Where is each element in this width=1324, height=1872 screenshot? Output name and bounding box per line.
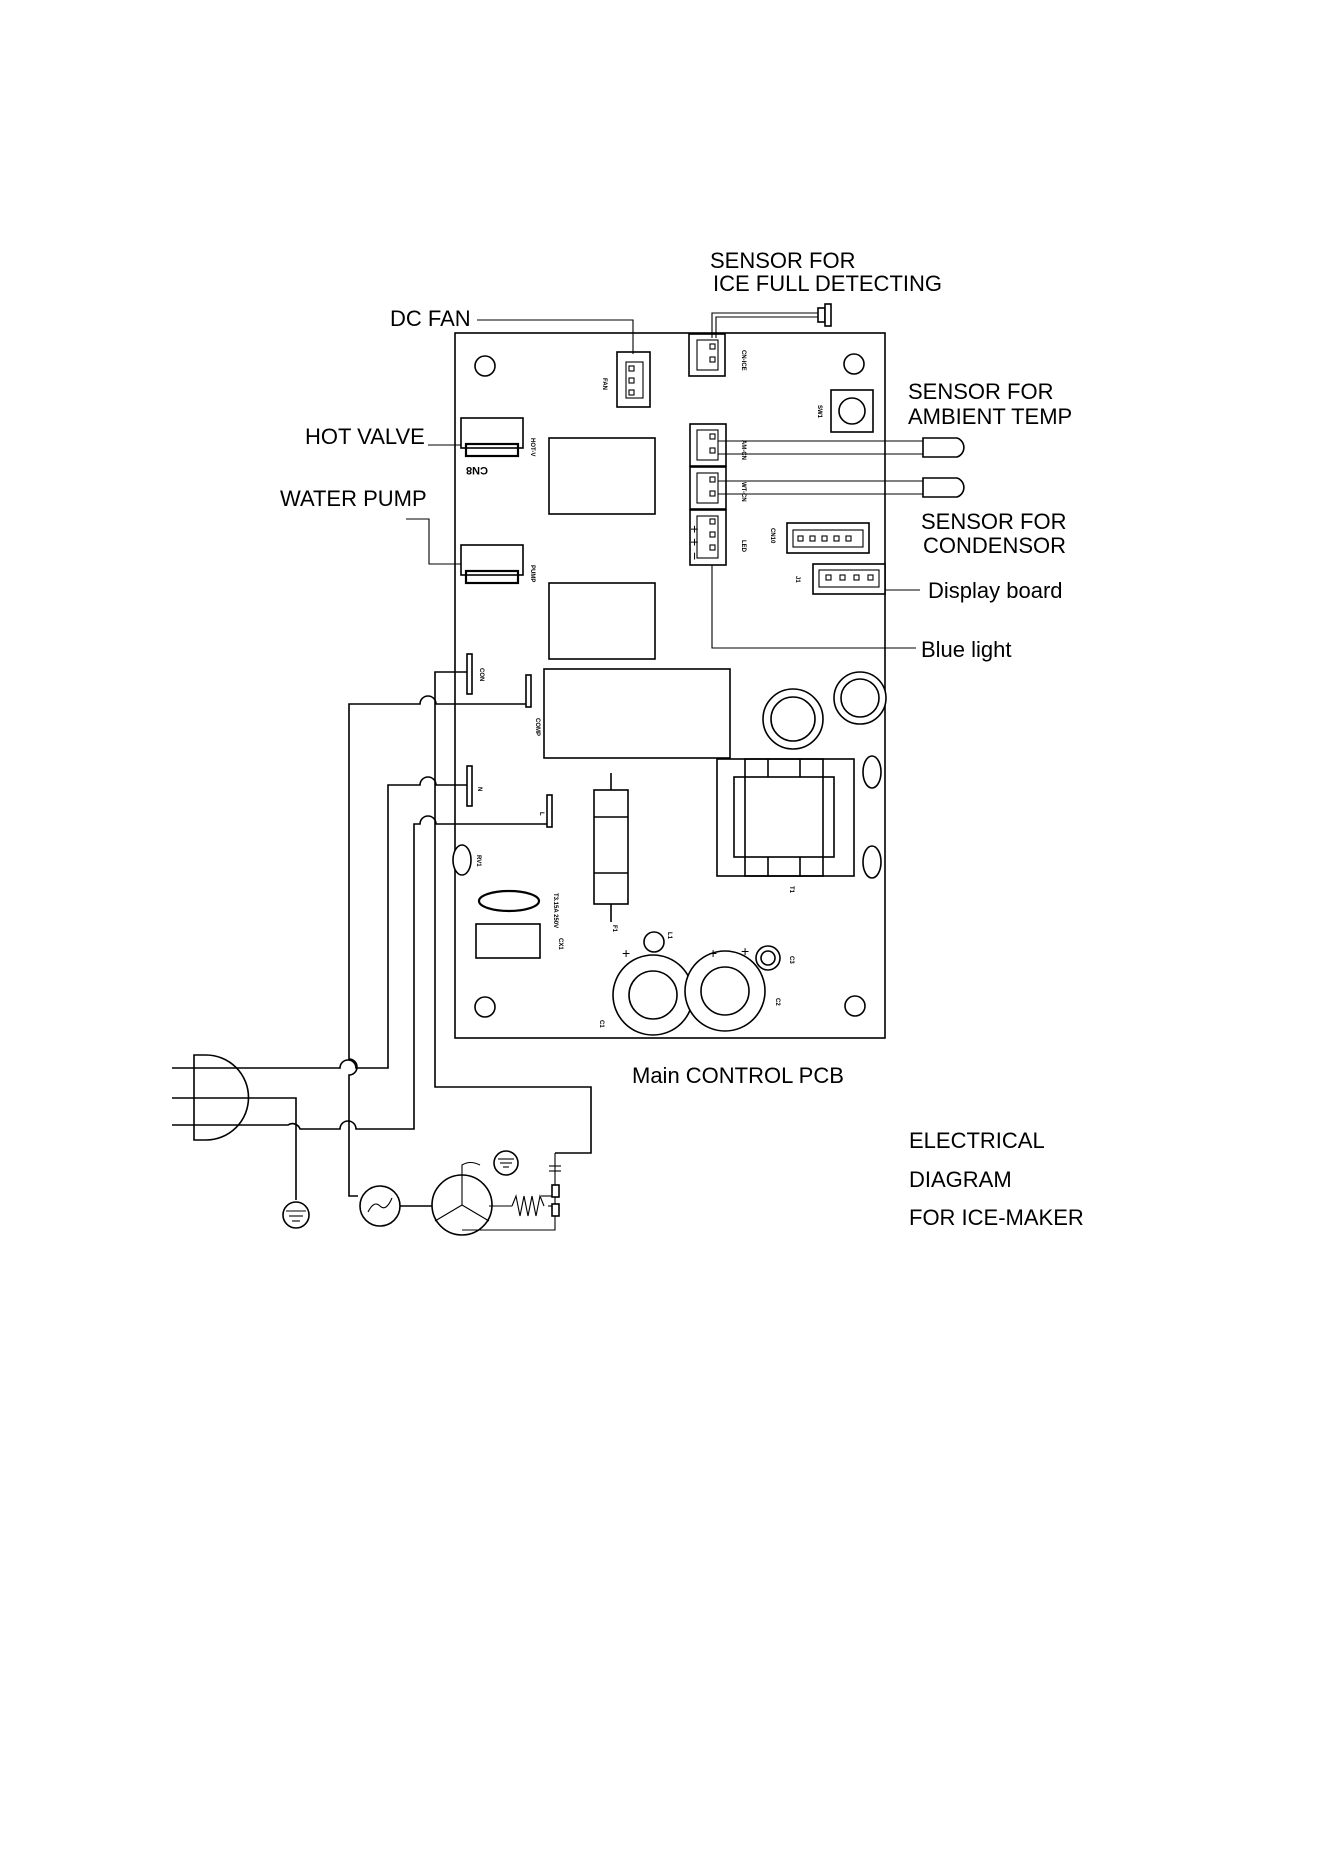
caption-line2: DIAGRAM: [909, 1167, 1012, 1192]
cn10-connector: CN10: [769, 523, 869, 553]
l-mark: L: [538, 812, 544, 816]
fuse-mark: F1: [611, 925, 617, 933]
comp-terminal: COMP: [526, 675, 540, 736]
mounting-hole-bottom-left: [475, 997, 495, 1017]
led-mark: LED: [740, 540, 746, 553]
condensor-sensor-label-line2: CONDENSOR: [923, 533, 1066, 558]
capacitor-top-right-inner: [841, 679, 879, 717]
c3-polarity: +: [741, 943, 749, 959]
sw1-button: SW1: [816, 390, 873, 432]
relay-middle: [549, 583, 655, 659]
display-board-connector: J1: [794, 564, 885, 594]
blue-light-label: Blue light: [921, 637, 1012, 662]
ambient-sensor-label-line1: SENSOR FOR: [908, 379, 1053, 404]
main-pcb-label: Main CONTROL PCB: [632, 1063, 844, 1088]
l1-mark: L1: [666, 932, 672, 940]
c1-polarity: +: [622, 945, 630, 961]
external-wiring: [172, 672, 591, 1200]
mounting-hole-top-right: [844, 354, 864, 374]
con-terminal: CON: [467, 654, 484, 694]
sw1-mark: SW1: [816, 405, 822, 419]
c2-mark: C2: [774, 998, 780, 1006]
caption-line3: FOR ICE-MAKER: [909, 1205, 1084, 1230]
compressor: [432, 1175, 492, 1235]
condensor-sensor-label-line1: SENSOR FOR: [921, 509, 1066, 534]
water-pump-connector: PUMP: [461, 545, 535, 583]
led-pin-plus-1: +: [687, 525, 703, 533]
rv1-mark: RV1: [475, 855, 481, 867]
hot-valve-connector: CN8 HOT-V: [461, 418, 535, 476]
c3-mark: C3: [788, 956, 794, 964]
dc-fan-leader: [477, 320, 633, 354]
n-terminal: N: [467, 766, 482, 806]
l-terminal: L: [538, 795, 552, 827]
oval-right-top: [863, 756, 881, 788]
hot-valve-label: HOT VALVE: [305, 424, 425, 449]
fuse-rating-mark: T3.15A 250V: [552, 893, 558, 928]
j1-mark: J1: [794, 576, 800, 583]
capacitor-cx1: CX1: [476, 924, 563, 958]
cx1-mark: CX1: [557, 938, 563, 950]
capacitor-c1: C1: [598, 955, 693, 1035]
start-coil: [489, 1196, 556, 1216]
fan-connector: FAN: [601, 352, 650, 407]
oval-right-bottom: [863, 846, 881, 878]
ambient-sensor-label-line2: AMBIENT TEMP: [908, 404, 1072, 429]
compressor-relay: [544, 669, 730, 758]
display-board-label: Display board: [928, 578, 1063, 603]
ice-sensor-connector: CN-ICE: [689, 334, 746, 376]
wt-cn-mark: WT-CN: [740, 482, 746, 502]
ground-symbol-compressor: [462, 1151, 518, 1175]
comp-mark: COMP: [534, 718, 540, 736]
caption-line1: ELECTRICAL: [909, 1128, 1045, 1153]
led-pin-plus-2: +: [687, 538, 703, 546]
con-mark: CON: [478, 668, 484, 681]
t1-mark: T1: [788, 886, 794, 894]
dc-fan-label: DC FAN: [390, 306, 471, 331]
cn8-mark: CN8: [466, 464, 488, 476]
condensor-sensor-connector: WT-CN: [690, 467, 746, 509]
mounting-hole-bottom-right: [845, 996, 865, 1016]
ambient-sensor-connector: AM-CN: [690, 424, 746, 466]
n-mark: N: [476, 787, 482, 791]
thermal-protector: [360, 1186, 400, 1226]
hot-v-mark: HOT-V: [529, 438, 535, 456]
am-cn-mark: AM-CN: [740, 440, 746, 460]
ambient-temp-sensor: [718, 438, 964, 457]
inductor-l1: L1: [644, 932, 672, 952]
blue-light-connector: LED + + −: [687, 510, 746, 565]
capacitor-top-left-inner: [771, 697, 815, 741]
transformer-t1: T1: [717, 759, 854, 894]
varistor-rv1: RV1: [453, 845, 481, 875]
cn10-mark: CN10: [769, 528, 775, 544]
fuse-f1: F1 T3.15A 250V: [552, 773, 628, 933]
ice-full-sensor-label-line1: SENSOR FOR: [710, 248, 855, 273]
condensor-sensor: [718, 478, 964, 497]
led-pin-minus: −: [687, 552, 703, 560]
fan-connector-mark: FAN: [601, 378, 607, 390]
water-pump-label: WATER PUMP: [280, 486, 427, 511]
oval-component: [479, 891, 539, 911]
mounting-hole-top-left: [475, 356, 495, 376]
c2-polarity: +: [709, 945, 717, 961]
ground-symbol-left: [283, 1202, 309, 1228]
cn-ice-mark: CN-ICE: [740, 350, 746, 371]
pump-mark: PUMP: [529, 565, 535, 582]
ice-full-sensor-label-line2: ICE FULL DETECTING: [713, 271, 942, 296]
capacitor-c3: C3: [756, 946, 794, 970]
water-pump-leader: [406, 519, 461, 564]
relay-top: [549, 438, 655, 514]
c1-mark: C1: [598, 1020, 604, 1028]
